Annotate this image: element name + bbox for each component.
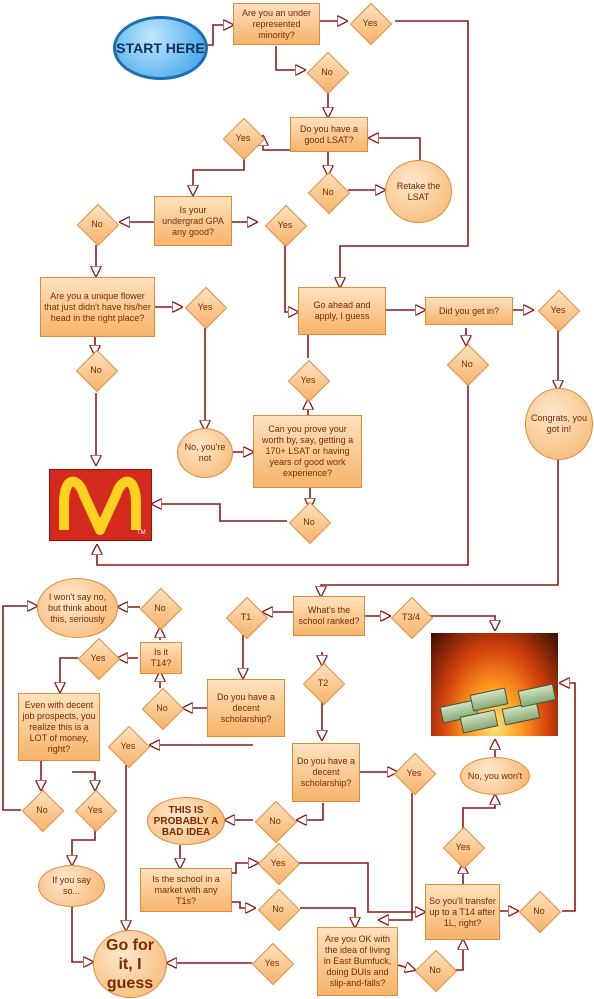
answer-no-market: No bbox=[258, 889, 298, 929]
answer-no-get-in: No bbox=[447, 344, 487, 384]
start-node: START HERE bbox=[113, 16, 208, 80]
answer-no-prove: No bbox=[289, 502, 329, 542]
golden-arches-icon: TM bbox=[59, 476, 146, 536]
svg-text:TM: TM bbox=[137, 530, 146, 536]
answer-no-lsat: No bbox=[308, 172, 348, 212]
answer-yes-lsat: Yes bbox=[223, 118, 263, 158]
answer-yes-scholarship-t1: Yes bbox=[108, 726, 148, 766]
answer-yes-unique: Yes bbox=[185, 287, 225, 327]
answer-yes-market: Yes bbox=[258, 843, 298, 883]
question-lsat: Do you have a good LSAT? bbox=[290, 117, 368, 152]
answer-yes-get-in: Yes bbox=[538, 290, 578, 330]
answer-yes-prove: Yes bbox=[288, 360, 328, 400]
mcdonalds-logo: TM bbox=[49, 469, 152, 541]
answer-t1: T1 bbox=[226, 597, 266, 637]
no-wont-node: No, you won't bbox=[460, 757, 530, 795]
question-lot-of-money: Even with decent job prospects, you real… bbox=[18, 693, 100, 761]
question-prove-worth: Can you prove your worth by, say, gettin… bbox=[253, 415, 362, 488]
question-market-t1s: Is the school in a market with any T1s? bbox=[140, 868, 232, 912]
answer-yes-t14: Yes bbox=[78, 638, 118, 678]
question-unique-flower: Are you a unique flower that just didn't… bbox=[40, 277, 155, 337]
answer-yes-transfer: Yes bbox=[443, 827, 483, 867]
question-get-in: Did you get in? bbox=[425, 297, 513, 325]
burning-money-image bbox=[431, 633, 558, 736]
answer-t34: T3/4 bbox=[391, 597, 431, 637]
congrats-node: Congrats, you got in! bbox=[525, 388, 593, 460]
answer-yes-money: Yes bbox=[75, 790, 115, 830]
answer-yes-minority: Yes bbox=[350, 3, 390, 43]
apply-node: Go ahead and apply, I guess bbox=[298, 287, 386, 335]
question-east-bumfuck: Are you OK with the idea of living in Ea… bbox=[317, 927, 398, 996]
question-school-ranked: What's the school ranked? bbox=[293, 596, 365, 636]
answer-no-minority: No bbox=[307, 52, 347, 92]
answer-t2: T2 bbox=[303, 663, 343, 703]
answer-no-scholarship-t2: No bbox=[255, 801, 295, 841]
answer-yes-gpa: Yes bbox=[265, 205, 305, 245]
answer-no-t14: No bbox=[140, 588, 180, 628]
answer-no-unique: No bbox=[76, 350, 116, 390]
question-t14: Is it T14? bbox=[140, 642, 182, 674]
go-for-it-node: Go for it, I guess bbox=[93, 930, 167, 998]
question-transfer: So you'll transfer up to a T14 after 1L,… bbox=[425, 884, 500, 940]
question-minority: Are you an under represented minority? bbox=[233, 3, 320, 45]
answer-no-scholarship-t1: No bbox=[142, 688, 182, 728]
answer-yes-east: Yes bbox=[252, 943, 292, 983]
question-scholarship-t2: Do you have a decent scholarship? bbox=[292, 743, 360, 802]
no-not-node: No, you're not bbox=[177, 428, 233, 478]
wont-say-no-node: I won't say no, but think about this, se… bbox=[37, 578, 118, 638]
answer-yes-scholarship-t2: Yes bbox=[394, 753, 434, 793]
question-scholarship-t1: Do you have a decent scholarship? bbox=[207, 679, 285, 737]
answer-no-east: No bbox=[415, 950, 455, 990]
money-stack bbox=[517, 683, 557, 708]
question-gpa: Is your undergrad GPA any good? bbox=[154, 196, 232, 246]
answer-no-transfer: No bbox=[519, 891, 559, 931]
answer-no-gpa: No bbox=[77, 204, 117, 244]
retake-lsat-node: Retake the LSAT bbox=[385, 160, 452, 223]
answer-no-money: No bbox=[22, 790, 62, 830]
bad-idea-node: THIS IS PROBABLY A BAD IDEA bbox=[147, 797, 225, 845]
if-say-so-node: If you say so... bbox=[38, 865, 105, 907]
